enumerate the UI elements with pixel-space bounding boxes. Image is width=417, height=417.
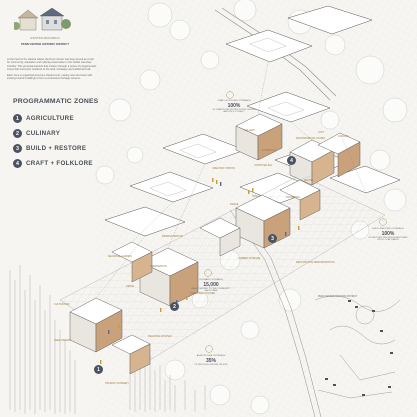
zone-label: AGRICULTURE [26,115,74,122]
tag-cultivation: CULTIVATION [54,303,70,306]
zone-build-restore: 3 BUILD + RESTORE [13,144,86,153]
agriculture-outreach-stat: AGRICULTURE OUTREACH 35% OF PRODUCE GROW… [190,355,232,366]
zone-culinary: 2 CULINARY [13,129,60,138]
zone-number: 1 [13,114,22,123]
craft-outreach-label: CRAFT+FOLKLORE OUTREACH [217,100,251,102]
zone-number: 2 [13,129,22,138]
tag-tools: TOOLS [252,195,261,198]
tag-seed-library: SEED LIBRARY [54,339,72,342]
tag-holdout-nursery: HOLDOUT NURSERY [105,382,129,385]
existing-buildings-caption: EXISTING BUILDINGS [30,36,60,40]
zone-number: 4 [13,159,22,168]
zone-number: 3 [13,144,22,153]
tag-exhibition: EXHIBITION [262,149,276,152]
zone-badge-2: 2 [170,302,179,311]
map-label: PENN CENTER HISTORIC DISTRICT [318,296,358,298]
forest-hatching [9,265,206,414]
agriculture-stat-value: 35% [205,357,216,364]
intro-paragraph-2: Each zone is organized around a shared c… [7,73,93,81]
zone-craft-folklore: 4 CRAFT + FOLKLORE [13,159,93,168]
building-masses [69,113,361,375]
craft-outreach-stat: CRAFT+FOLKLORE OUTREACH 100% OF CRAFTS P… [212,100,256,114]
agriculture-outreach-label: AGRICULTURE OUTREACH [196,355,226,357]
zone-label: CULINARY [26,130,61,137]
culinary-outreach-label: CULINARY OUTREACH [199,279,223,281]
build-stat-note: OF HISTORIC BUILDINGS RESTORED WITH LOCA… [368,236,408,242]
district-label: PENN CENTER HISTORIC DISTRICT [21,42,69,46]
build-outreach-stat: BUILD+RESTORE OUTREACH 100% OF HISTORIC … [366,228,410,242]
tag-lodging: LODGING [338,135,350,138]
tag-demonstration: DEMONSTRATION [162,235,183,238]
agriculture-icon [205,345,213,353]
tag-communal-kitchen: COMMUNAL KITCHEN [190,292,216,295]
culinary-outreach-stat: CULINARY OUTREACH 15,000 MEALS SERVED TO… [190,279,232,293]
zone-label: CRAFT + FOLKLORE [26,160,93,167]
zone-badge-4: 4 [287,156,296,165]
tag-gallery: GALLERY [244,129,255,132]
ground-plane [59,174,386,361]
tag-gathering: GATHERING [286,196,301,199]
tag-teaching-kitchen: TEACHING KITCHEN [148,335,172,338]
intro-text: At the heart of St. Helena Island, the P… [7,58,97,82]
programmatic-zones-title: PROGRAMMATIC ZONES [13,98,99,105]
zone-label: BUILD + RESTORE [26,145,87,152]
craft-stat-note: OF CRAFTS PRODUCED IN THIS CENTER ARE SO… [212,108,256,114]
culinary-stat-note: MEALS SERVED TO THE COMMUNITY EACH YEAR [191,287,231,293]
existing-buildings-illustration [14,7,71,31]
craft-stat-value: 100% [227,102,241,109]
tag-dining: DINING [126,285,135,288]
tag-loft: LOFT [318,131,325,134]
intro-paragraph-1: At the heart of St. Helena Island, the P… [7,58,97,72]
culinary-icon [204,269,212,277]
zone-badge-1: 1 [94,365,103,374]
tag-preparation: PREPARATION [150,265,167,268]
tag-woodworking: WOODWORKING STUDIO [296,137,326,140]
zone-agriculture: 1 AGRICULTURE [13,114,74,123]
tag-storytelling: STORYTELLING [254,164,273,167]
tag-restoration: RESTORATION DEMONSTRATION [296,261,335,264]
build-stat-value: 100% [381,230,395,237]
agriculture-stat-note: OF PRODUCE GROWN ON SITE [194,363,228,366]
build-icon [379,218,387,226]
tag-lumber-storage: LUMBER STORAGE [238,257,261,260]
zone-badge-3: 3 [268,234,277,243]
culinary-stat-value: 15,000 [203,281,219,288]
tag-dance: DANCE [230,203,239,206]
tag-seasonal-garden: SEASONAL GARDEN [108,255,132,258]
explode-lines [95,61,367,299]
tag-creation-station: CREATION STATION [212,167,235,170]
context-map [314,295,401,399]
craft-icon [226,91,234,99]
build-outreach-label: BUILD+RESTORE OUTREACH [372,228,404,230]
tag-making: MAKING [304,179,314,182]
map-buildings [325,300,393,396]
